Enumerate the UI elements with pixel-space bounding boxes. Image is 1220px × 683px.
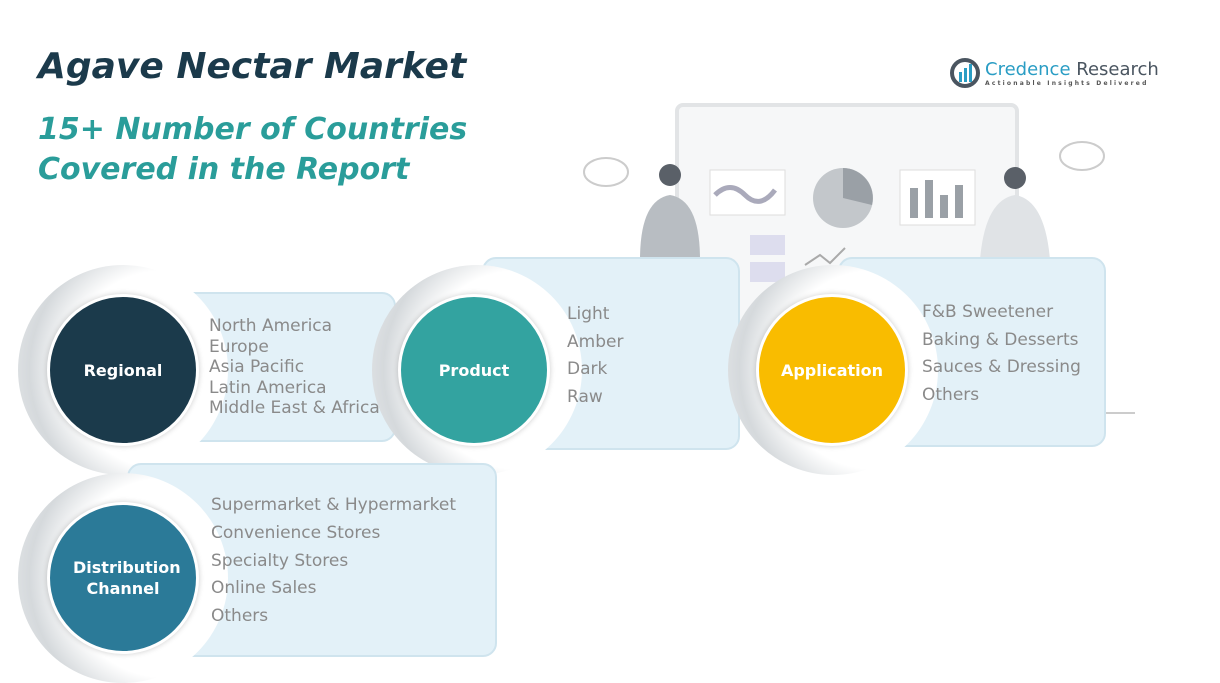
list-item: Raw bbox=[567, 386, 603, 407]
credence-logo: Credence Research Actionable Insights De… bbox=[950, 58, 1159, 88]
list-item: North America bbox=[209, 316, 333, 336]
logo-name-1: Credence bbox=[985, 59, 1071, 80]
list-item: Supermarket & Hypermarket bbox=[211, 495, 457, 515]
regional-label: Regional bbox=[83, 360, 163, 380]
logo-icon bbox=[950, 58, 980, 88]
list-item: Baking & Desserts bbox=[922, 329, 1079, 350]
subtitle-line-1: 15+ Number of Countries bbox=[38, 112, 468, 147]
list-item: Amber bbox=[567, 331, 624, 352]
list-item: Convenience Stores bbox=[211, 522, 381, 543]
subtitle-line-2: Covered in the Report bbox=[38, 152, 410, 187]
distribution-items: Supermarket & Hypermarket Convenience St… bbox=[211, 492, 456, 631]
list-item: Specialty Stores bbox=[211, 550, 349, 571]
page-title: Agave Nectar Market bbox=[38, 46, 467, 87]
application-circle: Application bbox=[756, 294, 908, 446]
list-item: Sauces & Dressing bbox=[922, 357, 1081, 377]
list-item: Light bbox=[567, 304, 610, 324]
list-item: Europe bbox=[209, 336, 269, 357]
list-item: Others bbox=[211, 606, 269, 627]
logo-name-2: Research bbox=[1076, 59, 1159, 80]
application-label: Application bbox=[780, 360, 884, 380]
list-item: Online Sales bbox=[211, 578, 317, 599]
product-items: Light Amber Dark Raw bbox=[567, 301, 623, 411]
list-item: Dark bbox=[567, 359, 608, 379]
regional-items: North America Europe Asia Pacific Latin … bbox=[209, 316, 380, 419]
regional-circle: Regional bbox=[47, 294, 199, 446]
logo-tagline: Actionable Insights Delivered bbox=[985, 80, 1149, 87]
list-item: F&B Sweetener bbox=[922, 302, 1054, 322]
product-label: Product bbox=[438, 360, 510, 380]
list-item: Asia Pacific bbox=[209, 357, 305, 377]
list-item: Latin America bbox=[209, 377, 327, 398]
distribution-circle: Distribution Channel bbox=[47, 502, 199, 654]
distribution-label: Distribution Channel bbox=[73, 558, 181, 598]
product-circle: Product bbox=[398, 294, 550, 446]
list-item: Others bbox=[922, 384, 980, 405]
application-items: F&B Sweetener Baking & Desserts Sauces &… bbox=[922, 299, 1081, 409]
list-item: Middle East & Africa bbox=[209, 398, 380, 418]
